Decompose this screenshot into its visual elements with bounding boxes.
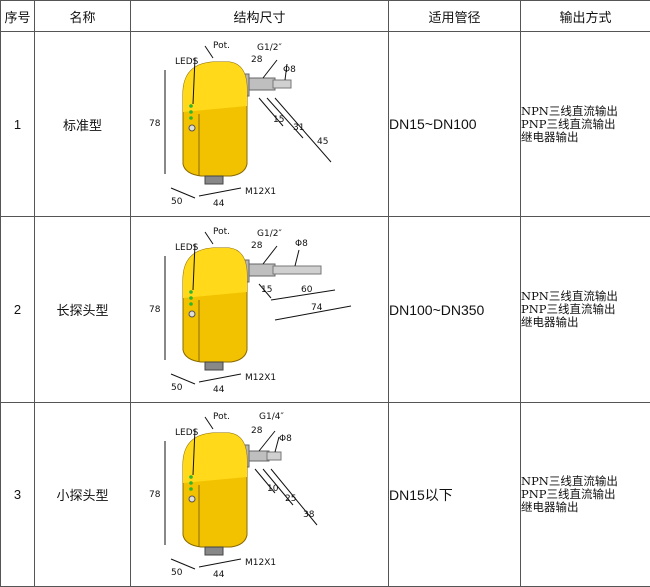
dim-line xyxy=(199,559,241,567)
label-dim-1: 10 xyxy=(267,484,279,494)
label-leds: LEDS xyxy=(175,428,199,438)
row-output: NPN三线直流输出 PNP三线直流输出 继电器输出 xyxy=(521,403,650,587)
row-pipe: DN15以下 xyxy=(389,403,521,587)
led-shape xyxy=(189,110,193,114)
label-height: 78 xyxy=(149,119,161,129)
label-connector: M12X1 xyxy=(245,558,276,568)
label-height: 78 xyxy=(149,490,161,500)
housing-top-shape xyxy=(183,62,247,112)
label-hex: 28 xyxy=(251,241,263,251)
label-hex: 28 xyxy=(251,426,263,436)
connector-shape xyxy=(205,362,223,370)
row-name: 标准型 xyxy=(35,32,131,217)
led-shape xyxy=(189,487,193,491)
sensor-drawing: Pot. LEDS G1/2″ 28 Φ8 78 50 44 M12X1 15 … xyxy=(131,32,389,217)
output-line: 继电器输出 xyxy=(521,316,650,329)
probe-shape xyxy=(267,452,281,460)
row-index: 1 xyxy=(1,32,35,217)
label-width: 44 xyxy=(213,385,225,395)
label-probe-dia: Φ8 xyxy=(279,434,292,444)
header-pipe: 适用管径 xyxy=(389,1,521,32)
row-name: 小探头型 xyxy=(35,403,131,587)
led-shape xyxy=(189,302,193,306)
label-leds: LEDS xyxy=(175,57,199,67)
row-index: 2 xyxy=(1,217,35,403)
header-structure: 结构尺寸 xyxy=(131,1,389,32)
label-dim-2: 60 xyxy=(301,285,313,295)
output-line: PNP三线直流输出 xyxy=(521,118,650,131)
connector-shape xyxy=(205,547,223,555)
leader-line xyxy=(263,246,277,264)
label-pot: Pot. xyxy=(213,227,230,237)
sensor-drawing: Pot. LEDS G1/4″ 28 Φ8 78 50 44 M12X1 10 … xyxy=(131,403,389,587)
led-shape xyxy=(189,481,193,485)
led-shape xyxy=(189,290,193,294)
label-depth: 50 xyxy=(171,568,183,578)
led-shape xyxy=(189,116,193,120)
label-thread: G1/2″ xyxy=(257,43,282,53)
label-pot: Pot. xyxy=(213,412,230,422)
table-row: 2 长探头型 xyxy=(1,217,650,403)
pot-knob-shape xyxy=(189,125,195,131)
dim-line xyxy=(199,374,241,382)
label-dim-2: 31 xyxy=(293,123,304,133)
leader-line xyxy=(295,250,299,266)
table-row: 1 标准型 xyxy=(1,32,650,217)
header-name: 名称 xyxy=(35,1,131,32)
label-width: 44 xyxy=(213,570,225,580)
label-height: 78 xyxy=(149,305,161,315)
led-shape xyxy=(189,104,193,108)
sensor-drawing-svg: Pot. LEDS G1/2″ 28 Φ8 78 50 44 M12X1 15 … xyxy=(135,220,385,400)
row-name: 长探头型 xyxy=(35,217,131,403)
row-index: 3 xyxy=(1,403,35,587)
label-dim-2: 25 xyxy=(285,494,296,504)
label-dim-3: 74 xyxy=(311,303,323,313)
housing-top-shape xyxy=(183,433,247,483)
housing-top-shape xyxy=(183,248,247,298)
connector-shape xyxy=(205,176,223,184)
header-output: 输出方式 xyxy=(521,1,650,32)
label-dim-3: 38 xyxy=(303,510,315,520)
label-dim-1: 15 xyxy=(261,285,272,295)
pot-knob-shape xyxy=(189,496,195,502)
label-pot: Pot. xyxy=(213,41,230,51)
led-shape xyxy=(189,296,193,300)
label-hex: 28 xyxy=(251,55,263,65)
row-output: NPN三线直流输出 PNP三线直流输出 继电器输出 xyxy=(521,217,650,403)
label-width: 44 xyxy=(213,199,225,209)
table-row: 3 小探头型 xyxy=(1,403,650,587)
label-depth: 50 xyxy=(171,383,183,393)
label-thread: G1/2″ xyxy=(257,229,282,239)
led-shape xyxy=(189,475,193,479)
row-pipe: DN100~DN350 xyxy=(389,217,521,403)
label-leds: LEDS xyxy=(175,243,199,253)
label-connector: M12X1 xyxy=(245,187,276,197)
leader-line xyxy=(205,417,213,429)
label-probe-dia: Φ8 xyxy=(295,239,308,249)
pot-knob-shape xyxy=(189,311,195,317)
row-pipe: DN15~DN100 xyxy=(389,32,521,217)
leader-line xyxy=(205,46,213,58)
sensor-drawing-svg: Pot. LEDS G1/4″ 28 Φ8 78 50 44 M12X1 10 … xyxy=(135,405,385,585)
probe-shape xyxy=(273,266,321,274)
label-depth: 50 xyxy=(171,197,183,207)
label-dim-1: 15 xyxy=(273,115,284,125)
leader-line xyxy=(205,232,213,244)
output-line: 继电器输出 xyxy=(521,131,650,144)
output-line: NPN三线直流输出 xyxy=(521,105,650,118)
header-row: 序号 名称 结构尺寸 适用管径 输出方式 xyxy=(1,1,650,32)
sensor-drawing: Pot. LEDS G1/2″ 28 Φ8 78 50 44 M12X1 15 … xyxy=(131,217,389,403)
output-line: 继电器输出 xyxy=(521,501,650,514)
dim-line xyxy=(199,188,241,196)
leader-line xyxy=(263,60,277,78)
label-connector: M12X1 xyxy=(245,373,276,383)
label-dim-3: 45 xyxy=(317,137,328,147)
label-thread: G1/4″ xyxy=(259,412,284,422)
row-output: NPN三线直流输出 PNP三线直流输出 继电器输出 xyxy=(521,32,650,217)
label-probe-dia: Φ8 xyxy=(283,65,296,75)
sensor-drawing-svg: Pot. LEDS G1/2″ 28 Φ8 78 50 44 M12X1 15 … xyxy=(135,34,385,214)
probe-shape xyxy=(273,80,291,88)
header-index: 序号 xyxy=(1,1,35,32)
